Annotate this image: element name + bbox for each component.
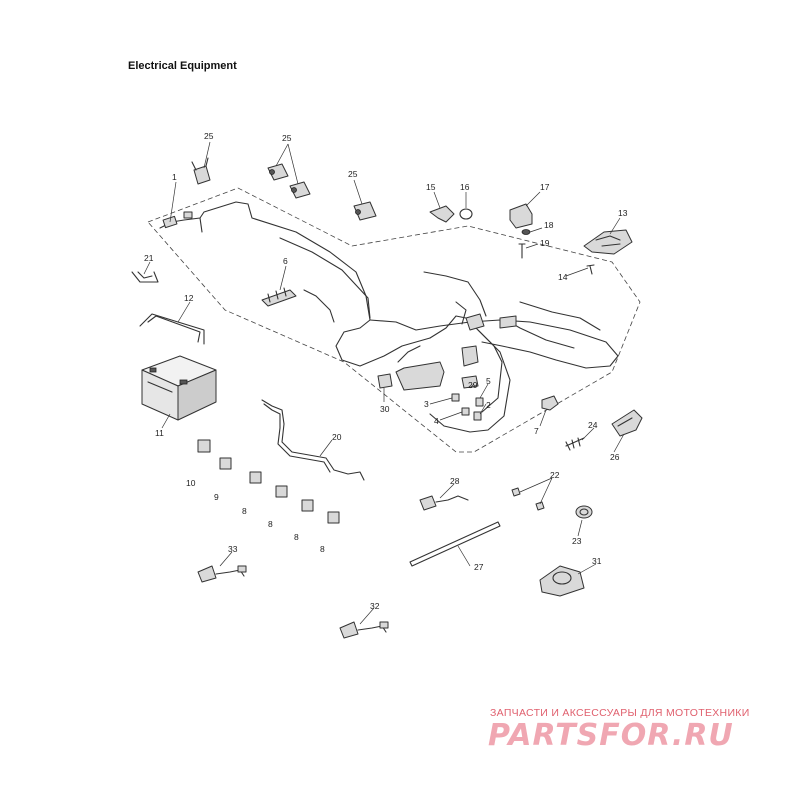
callout-15: 15 (426, 182, 436, 192)
part-10-relay (197, 439, 211, 453)
callout-27: 27 (474, 562, 484, 572)
part-13-switch-unit (583, 229, 633, 255)
callout-21: 21 (144, 253, 154, 263)
part-29-fuse-box (461, 375, 479, 389)
callout-4: 4 (434, 416, 439, 426)
part-9-relay (219, 457, 232, 470)
callout-13: 13 (618, 208, 628, 218)
callout-5: 5 (486, 376, 491, 386)
part-25-connectors (191, 157, 377, 221)
callout-31: 31 (592, 556, 602, 566)
part-8-relay-a (249, 471, 262, 484)
part-18-washer (521, 229, 531, 235)
part-12-battery-strap (139, 313, 205, 345)
part-26-switch (611, 409, 643, 437)
part-6-connector-block (261, 287, 297, 307)
part-11-battery (141, 355, 217, 421)
part-21-bracket (131, 271, 159, 283)
part-20-wire (261, 399, 365, 481)
callout-8-a: 8 (242, 506, 247, 516)
part-23-grommet (575, 505, 593, 519)
callout-9: 9 (214, 492, 219, 502)
callout-26: 26 (610, 452, 620, 462)
callout-25-c: 25 (348, 169, 358, 179)
part-4-fuse (461, 407, 470, 416)
callout-22: 22 (550, 470, 560, 480)
part-32-cable (339, 621, 389, 639)
part-30-relay (377, 373, 393, 389)
part-22-clip (511, 487, 521, 497)
callout-25-b: 25 (282, 133, 292, 143)
callout-20: 20 (332, 432, 342, 442)
part-16-grommet (459, 208, 473, 220)
callout-17: 17 (540, 182, 550, 192)
callout-25-a: 25 (204, 131, 214, 141)
callout-10: 10 (186, 478, 196, 488)
callout-8-b: 8 (268, 519, 273, 529)
part-1-wiring-harness (159, 201, 619, 433)
callout-12: 12 (184, 293, 194, 303)
callout-33: 33 (228, 544, 238, 554)
part-15-sensor (429, 205, 455, 223)
callout-19: 19 (540, 238, 550, 248)
part-8-relay-c (301, 499, 314, 512)
callout-2: 2 (486, 400, 491, 410)
callout-6: 6 (283, 256, 288, 266)
callout-24: 24 (588, 420, 598, 430)
callout-14: 14 (558, 272, 568, 282)
part-19-bolt (518, 243, 526, 259)
callout-23: 23 (572, 536, 582, 546)
part-27-cable-tie (409, 521, 501, 567)
callout-30: 30 (380, 404, 390, 414)
part-31-bracket (539, 565, 585, 597)
part-24-bolt (565, 437, 585, 451)
part-8-relay-d (327, 511, 340, 524)
callout-11: 11 (155, 428, 164, 438)
part-2-fuse (473, 411, 482, 421)
part-14-screw (586, 264, 595, 275)
part-3-fuse (451, 393, 460, 402)
callout-29: 29 (468, 380, 478, 390)
part-8-relay-b (275, 485, 288, 498)
watermark-tagline: ЗАПЧАСТИ И АКСЕССУАРЫ ДЛЯ МОТОТЕХНИКИ (490, 707, 750, 719)
part-28-cable (419, 495, 469, 511)
callout-28: 28 (450, 476, 460, 486)
callout-16: 16 (460, 182, 470, 192)
callout-32: 32 (370, 601, 380, 611)
part-7-sensor (541, 395, 559, 411)
callout-leader-lines (143, 141, 625, 625)
part-5-fuse (475, 397, 484, 407)
callout-numbers: 1 25 25 25 15 16 17 18 19 13 14 21 12 6 … (144, 131, 628, 611)
part-33-cable (197, 565, 247, 583)
callout-1: 1 (172, 172, 177, 182)
callout-18: 18 (544, 220, 554, 230)
callout-3: 3 (424, 399, 429, 409)
callout-8-c: 8 (294, 532, 299, 542)
part-17-relay (509, 203, 533, 229)
callout-8-d: 8 (320, 544, 325, 554)
diagram-title: Electrical Equipment (128, 60, 237, 72)
callout-7: 7 (534, 426, 539, 436)
watermark-logo: PARTSFOR.RU (488, 718, 734, 753)
harness-assembly-boundary (147, 187, 641, 453)
